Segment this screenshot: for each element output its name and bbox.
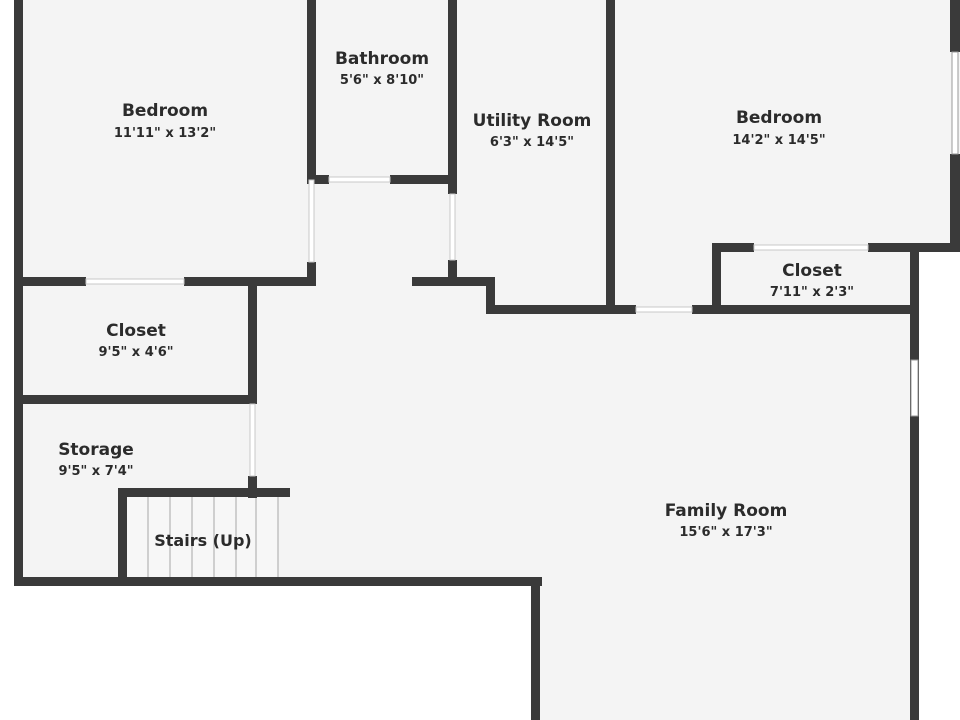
wall-utility-right (606, 0, 615, 312)
outside-right-strip (916, 248, 960, 720)
wall-closet1-right (248, 277, 257, 401)
wall-utility-bottom (486, 305, 636, 314)
wall-utility-step (486, 277, 495, 313)
room-dimensions-bedroom-2: 14'2" x 14'5" (732, 133, 825, 148)
room-name-closet-1: Closet (106, 321, 166, 341)
wall-bathroom-bottom-b (390, 175, 457, 184)
room-dimensions-bedroom-1: 11'11" x 13'2" (114, 126, 216, 141)
wall-bedroom1-right-lower (307, 262, 316, 286)
room-name-storage: Storage (58, 440, 134, 460)
room-dimensions-family-room: 15'6" x 17'3" (679, 525, 772, 540)
wall-right-top (950, 0, 960, 52)
stairs-label: Stairs (Up) (154, 531, 252, 550)
wall-family-room-right (910, 305, 919, 720)
wall-bedroom1-bottom-a (14, 277, 86, 286)
wall-bathroom-right (448, 0, 457, 194)
wall-utility-left-lower (448, 260, 457, 286)
door-bedroom1-side (308, 179, 315, 263)
room-name-closet-2: Closet (782, 261, 842, 281)
openings (85, 51, 959, 477)
wall-bottom-exterior (14, 577, 542, 586)
wall-closet2-left (712, 243, 721, 313)
wall-closet2-top-a (712, 243, 754, 252)
wall-stairs-top (118, 488, 290, 497)
door-bedroom1-bottom (85, 278, 185, 285)
door-bathroom (328, 176, 391, 183)
door-utility (449, 193, 456, 261)
room-name-utility-room: Utility Room (473, 111, 592, 131)
wall-right-mid (950, 154, 960, 252)
walls (14, 0, 960, 720)
wall-closet1-bottom (14, 395, 257, 404)
wall-utility-stub (412, 277, 494, 286)
room-dimensions-utility-room: 6'3" x 14'5" (490, 135, 574, 150)
room-name-family-room: Family Room (665, 501, 788, 521)
room-labels: Bedroom 11'11" x 13'2" Bathroom 5'6" x 8… (58, 49, 854, 550)
room-name-bedroom-2: Bedroom (736, 108, 822, 128)
wall-stairs-left (118, 488, 127, 586)
window-bedroom2 (951, 51, 959, 155)
wall-bedroom1-right (307, 0, 316, 180)
window-family-room (910, 359, 919, 417)
wall-closet2-right (910, 243, 919, 313)
wall-family-room-left (531, 577, 540, 720)
door-storage (249, 403, 256, 477)
wall-storage-right-lower (248, 476, 257, 498)
room-name-bedroom-1: Bedroom (122, 101, 208, 121)
room-dimensions-closet-2: 7'11" x 2'3" (770, 285, 854, 300)
door-closet2 (753, 244, 869, 251)
wall-closet2-top-b (868, 243, 919, 252)
room-dimensions-closet-1: 9'5" x 4'6" (98, 345, 173, 360)
door-bedroom2 (635, 306, 693, 313)
stairs-area (124, 492, 278, 578)
wall-left-exterior (14, 0, 23, 586)
wall-right-corner (910, 243, 960, 252)
room-name-bathroom: Bathroom (335, 49, 429, 69)
stairs (124, 492, 279, 578)
floor-family-room-lower (536, 300, 916, 720)
room-dimensions-bathroom: 5'6" x 8'10" (340, 73, 424, 88)
wall-bedroom2-bottom (692, 305, 919, 314)
floor-area (18, 0, 960, 720)
room-dimensions-storage: 9'5" x 7'4" (58, 464, 133, 479)
wall-bathroom-bottom-a (307, 175, 329, 184)
